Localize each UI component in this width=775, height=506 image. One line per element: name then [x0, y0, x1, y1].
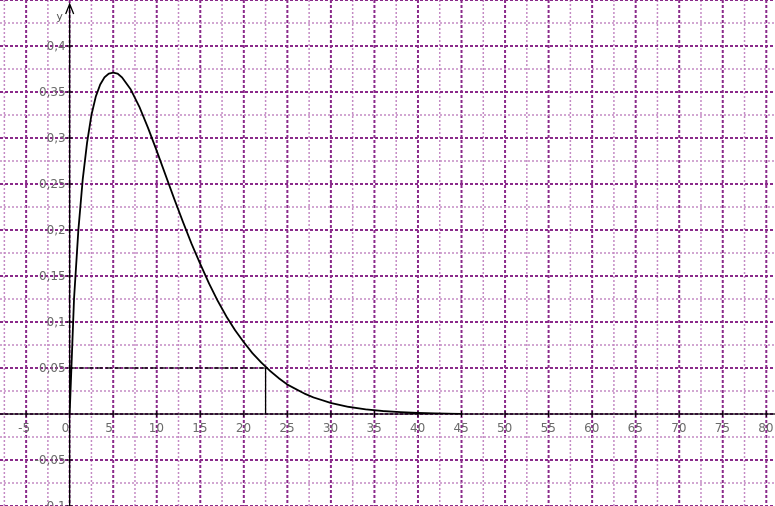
- x-tick-label: 60: [584, 421, 599, 435]
- x-tick-label: 5: [105, 421, 113, 435]
- y-tick-label: 0,05: [39, 361, 66, 375]
- x-tick-label: 35: [366, 421, 381, 435]
- x-tick-label: 75: [715, 421, 730, 435]
- x-tick-label: 20: [236, 421, 251, 435]
- x-tick-label: 25: [279, 421, 294, 435]
- x-tick-label: 45: [454, 421, 469, 435]
- y-tick-label: 0,35: [39, 85, 66, 99]
- density-curve: [68, 71, 462, 415]
- y-axis-arrow: [65, 2, 75, 15]
- tick-labels: -5 0 5 10 15 20 25 30 35 40 45 50 55 60 65 70 75 80 -0,1 -0…: [18, 10, 773, 506]
- x-tick-label: 80: [758, 421, 773, 435]
- x-tick-label: 50: [497, 421, 512, 435]
- x-tick-label: -5: [18, 421, 30, 435]
- x-tick-label: 0: [62, 421, 70, 435]
- y-tick-label: 0,1: [47, 315, 66, 329]
- y-tick-label: -0,05: [35, 453, 66, 467]
- x-tick-label: 55: [541, 421, 556, 435]
- y-tick-label: 0,2: [47, 223, 66, 237]
- y-tick-label: 0,15: [39, 269, 66, 283]
- y-tick-label: 0,4: [47, 39, 66, 53]
- y-tick-label: -0,1: [42, 499, 65, 506]
- y-tick-label: 0,3: [47, 131, 66, 145]
- y-axis-label: y: [56, 10, 63, 23]
- x-tick-label: 10: [149, 421, 164, 435]
- x-tick-label: 65: [628, 421, 643, 435]
- y-tick-label: 0,25: [39, 177, 66, 191]
- x-tick-label: 70: [671, 421, 686, 435]
- x-tick-label: 40: [410, 421, 425, 435]
- curve-group: [68, 71, 462, 415]
- x-tick-label: 30: [323, 421, 338, 435]
- x-tick-label: 15: [192, 421, 207, 435]
